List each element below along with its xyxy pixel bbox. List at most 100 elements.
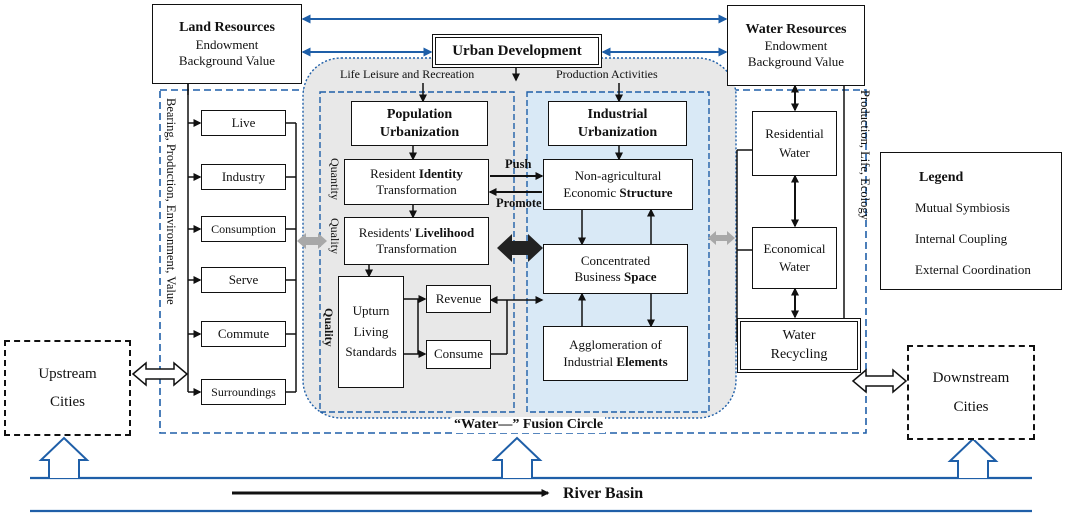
water-left-bracket xyxy=(736,149,752,343)
function-live: Live xyxy=(201,110,286,136)
urban-development-box: Urban Development xyxy=(432,34,602,68)
population-flow-arrows xyxy=(365,146,427,358)
land-resources-box: Land Resources Endowment Background Valu… xyxy=(152,4,302,84)
economical-water-line1: Economical xyxy=(763,240,826,256)
living-standards-line2: Living xyxy=(353,323,389,339)
living-standards-line3: Standards xyxy=(345,344,397,360)
industrial-elements-line1: Agglomeration of xyxy=(569,337,662,353)
industrial-elements-box: Agglomeration of Industrial Elements xyxy=(543,326,688,381)
economic-structure-bold: Structure xyxy=(619,184,673,200)
population-urbanization-line2: Urbanization xyxy=(379,124,460,140)
population-urbanization-box: Population Urbanization xyxy=(351,101,488,146)
identity-prefix: Resident xyxy=(370,165,419,181)
function-surroundings-label: Surroundings xyxy=(211,384,276,399)
water-recycling-box: Water Recycling xyxy=(737,318,861,373)
economical-water-line2: Water xyxy=(779,259,810,274)
quality-label-bottom: Quality xyxy=(322,308,336,347)
urban-development-title: Urban Development xyxy=(452,42,582,59)
quality-label: Quality xyxy=(328,218,342,254)
livelihood-line2: Transformation xyxy=(376,241,457,256)
water-resources-line1: Endowment xyxy=(764,38,828,53)
industrial-urbanization-box: Industrial Urbanization xyxy=(548,101,687,146)
livelihood-prefix: Residents' xyxy=(358,224,415,240)
internal-coupling-arrow-left xyxy=(297,233,327,249)
mutual-symbiosis-arrow xyxy=(497,234,543,262)
industrial-urbanization-line2: Urbanization xyxy=(577,124,658,140)
residential-water-line1: Residential xyxy=(765,126,824,142)
river-basin-label: River Basin xyxy=(563,485,644,502)
identity-bold: Identity xyxy=(418,165,463,181)
function-surroundings: Surroundings xyxy=(201,379,286,405)
consume-box: Consume xyxy=(426,340,491,369)
economic-structure-box: Non-agricultural Economic Structure xyxy=(543,159,693,210)
livelihood-transformation-box: Residents' Livelihood Transformation xyxy=(344,217,489,265)
economic-structure-line1: Non-agricultural xyxy=(574,168,662,184)
industrial-elements-bold: Elements xyxy=(616,353,668,369)
function-consumption: Consumption xyxy=(201,216,286,242)
legend-mutual-label: Mutual Symbiosis xyxy=(915,200,1010,215)
land-resources-title: Land Resources xyxy=(179,20,275,35)
downstream-cities-box: Downstream Cities xyxy=(907,345,1035,440)
function-live-label: Live xyxy=(231,114,256,130)
land-resources-line2: Background Value xyxy=(178,52,276,68)
basin-up-arrow-left xyxy=(38,436,90,478)
identity-transformation-box: Resident Identity Transformation xyxy=(344,159,489,205)
upstream-line2: Cities xyxy=(49,394,85,410)
right-vertical-label: Production, Life, Ecology xyxy=(858,90,872,220)
revenue-label: Revenue xyxy=(435,290,482,306)
function-right-bracket xyxy=(286,122,297,393)
identity-line2: Transformation xyxy=(376,182,457,197)
fusion-circle-label: “Water—” Fusion Circle xyxy=(452,417,606,433)
economical-water-box: Economical Water xyxy=(752,227,837,289)
revenue-box: Revenue xyxy=(426,285,491,313)
population-urbanization-line1: Population xyxy=(386,107,453,122)
economic-structure-prefix: Economic xyxy=(563,184,620,200)
industrial-flow-arrows xyxy=(578,146,655,328)
land-resources-line1: Endowment xyxy=(195,36,259,52)
downstream-line2: Cities xyxy=(953,398,989,415)
livelihood-bold: Livelihood xyxy=(414,224,475,240)
industrial-urbanization-line1: Industrial xyxy=(587,107,648,122)
basin-up-arrow-right xyxy=(947,437,999,478)
water-recycling-line1: Water xyxy=(782,327,816,343)
water-resources-title: Water Resources xyxy=(745,21,847,37)
function-consumption-label: Consumption xyxy=(211,221,276,236)
water-recycling-line2: Recycling xyxy=(770,346,828,362)
function-commute-label: Commute xyxy=(217,325,270,341)
consume-label: Consume xyxy=(433,346,484,362)
water-resources-box: Water Resources Endowment Background Val… xyxy=(727,5,865,86)
downstream-coordination-arrow xyxy=(851,368,908,394)
function-serve-label: Serve xyxy=(228,271,259,287)
function-serve: Serve xyxy=(201,267,286,293)
promote-label: Promote xyxy=(496,196,542,210)
living-standards-line1: Upturn xyxy=(352,302,390,318)
upstream-cities-box: Upstream Cities xyxy=(4,340,131,436)
business-space-bold: Space xyxy=(623,269,657,284)
function-industry: Industry xyxy=(201,164,286,190)
function-industry-label: Industry xyxy=(221,168,266,184)
living-standards-box: Upturn Living Standards xyxy=(338,276,404,388)
business-space-line1: Concentrated xyxy=(580,252,651,268)
residential-water-line2: Water xyxy=(779,144,810,160)
production-activities-label: Production Activities xyxy=(556,67,658,81)
basin-up-arrow-center xyxy=(491,436,543,478)
industrial-elements-prefix: Industrial xyxy=(563,353,617,369)
function-arrows xyxy=(188,119,202,396)
legend-box: Legend xyxy=(880,152,1062,290)
legend-title: Legend xyxy=(919,170,964,185)
water-resources-line2: Background Value xyxy=(747,54,845,70)
left-vertical-label: Bearing, Production, Environment, Value xyxy=(164,98,178,305)
business-space-prefix: Business xyxy=(574,269,624,284)
residential-water-box: Residential Water xyxy=(752,111,837,176)
business-space-box: Concentrated Business Space xyxy=(543,244,688,294)
upstream-coordination-arrow xyxy=(131,361,189,387)
function-commute: Commute xyxy=(201,321,286,347)
internal-coupling-arrow-right xyxy=(708,231,735,245)
downstream-line1: Downstream xyxy=(932,370,1010,386)
upstream-line1: Upstream xyxy=(38,365,97,382)
life-leisure-label: Life Leisure and Recreation xyxy=(340,67,475,81)
push-label: Push xyxy=(505,157,532,171)
legend-external-label: External Coordination xyxy=(915,262,1031,277)
legend-internal-label: Internal Coupling xyxy=(915,231,1008,246)
quantity-label: Quantity xyxy=(328,158,342,200)
